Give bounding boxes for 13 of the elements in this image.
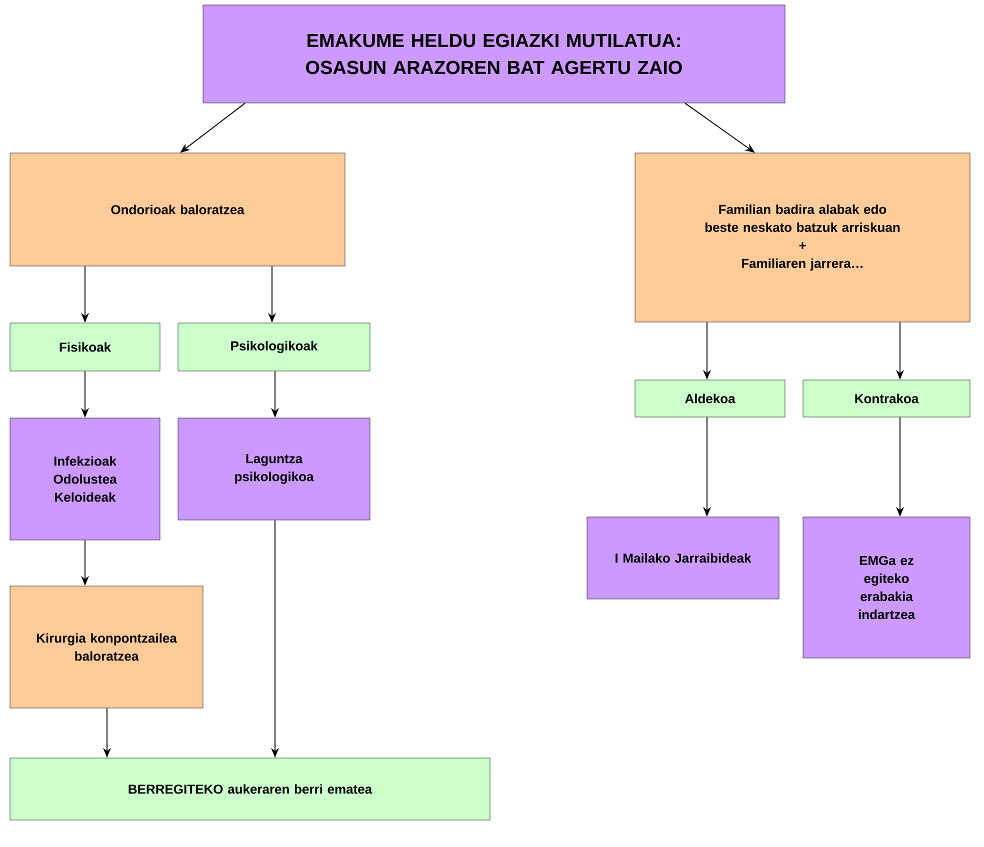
process-box: Ondorioak baloratzea: [10, 152, 346, 266]
action-box: I Mailako Jarraibideak: [586, 516, 780, 600]
result-box: BERREGITEKO aukeraren berri ematea: [10, 758, 490, 820]
process-box: Kirurgia konpontzailea baloratzea: [10, 586, 204, 708]
category-box: Psikologikoak: [178, 322, 370, 372]
action-box: Laguntza psikologikoa: [178, 418, 370, 520]
category-box: Kontrakoa: [802, 380, 970, 418]
action-box: EMGa ez egiteko erabakia indartzea: [802, 516, 970, 658]
category-box: Aldekoa: [634, 380, 786, 418]
category-box: Fisikoak: [10, 322, 160, 372]
title-box: EMAKUME HELDU EGIAZKI MUTILATUA: OSASUN ARAZOREN BAT AGERTU ZAIO: [202, 4, 786, 104]
process-box: Familian badira alabak edo beste neskato batzuk arriskuan + Familiaren jarrera…: [634, 152, 970, 322]
action-box: Infekzioak Odolustea Keloideak: [10, 418, 160, 540]
